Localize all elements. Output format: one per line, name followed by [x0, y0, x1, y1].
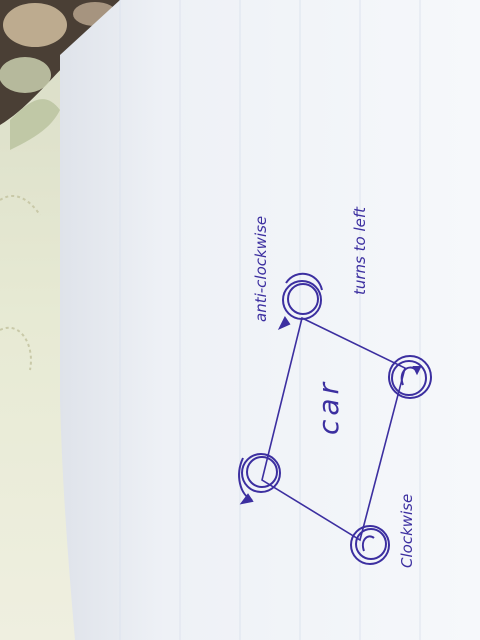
- wheel-bottom: [350, 525, 390, 565]
- paper-sheet: [60, 0, 480, 640]
- car-label: car: [312, 379, 345, 435]
- wheel-right: [388, 355, 432, 399]
- wheel-left: [238, 453, 281, 505]
- ruled-lines: [119, 0, 421, 640]
- clockwise-label: Clockwise: [398, 494, 416, 568]
- turns-to-left-label: turns to left: [351, 206, 369, 295]
- wheel-top: [277, 272, 323, 331]
- car-body: [261, 316, 406, 542]
- anti-clockwise-label: anti-clockwise: [252, 216, 270, 322]
